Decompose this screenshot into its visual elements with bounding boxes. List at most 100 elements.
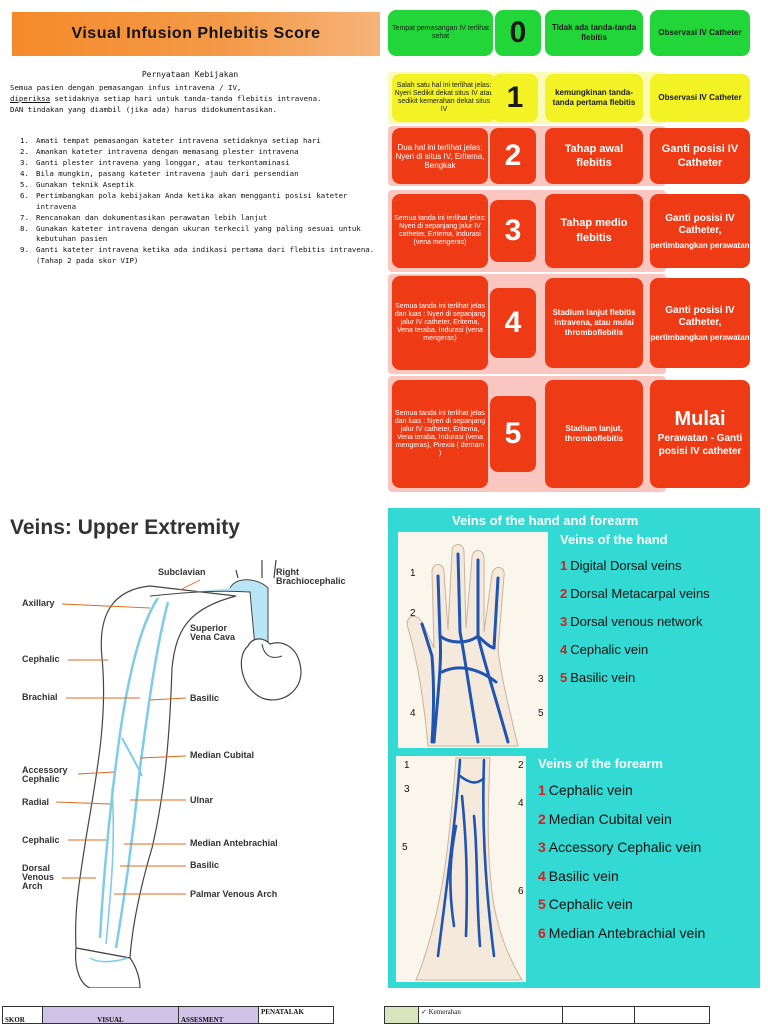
checklist-cell: [635, 1007, 709, 1023]
score-0-stage: Tidak ada tanda-tanda flebitis: [545, 10, 643, 56]
forearm-image: [396, 756, 526, 982]
hand-mark-1: 1: [410, 568, 416, 579]
forearm-veins: [436, 758, 496, 958]
hand-veins: [420, 552, 510, 744]
table-header-skor: SKOR: [3, 1007, 43, 1023]
intro-line-2-rest: setidaknya setiap hari untuk tanda-tanda…: [50, 94, 322, 103]
score-1-number: 1: [492, 74, 538, 122]
score-1-stage: kemungkinan tanda-tanda pertama flebitis: [545, 74, 643, 122]
forearm-heading: Veins of the forearm: [538, 756, 663, 771]
checklist-cell: [563, 1007, 635, 1023]
hand-diagram: [406, 544, 519, 747]
title-banner: Visual Infusion Phlebitis Score: [12, 12, 380, 56]
list-item: 8.Gunakan kateter intravena dengan ukura…: [20, 223, 361, 244]
label-dorsal-venous-arch: Dorsal Venous Arch: [22, 863, 55, 891]
score-3-stage: Tahap medio flebitis: [545, 194, 643, 268]
label-pointers: [55, 579, 201, 895]
score-3-description: Semua tanda ini terlihat jelas: Nyeri di…: [392, 194, 488, 268]
label-accessory-cephalic: Accessory Cephalic: [22, 765, 68, 784]
score-5-description: Semua tanda ini terlihat jelas dan luas …: [392, 380, 488, 488]
score-0-action: Observasi IV Catheter: [650, 10, 750, 56]
score-4-number: 4: [490, 288, 536, 358]
label-radial: Radial: [22, 797, 50, 807]
list-item: 5.Gunakan teknik Aseptik: [20, 180, 134, 189]
label-cephalic-lower: Cephalic: [22, 835, 60, 845]
list-item: 2.Amankan kateter intravena dengan memas…: [20, 147, 299, 156]
forearm-mark-2: 2: [518, 760, 524, 771]
score-5-stage: Stadium lanjut, thromboflebitis: [545, 380, 643, 488]
score-4-stage: Stadium lanjut flebitis intravena, atau …: [545, 278, 643, 368]
forearm-mark-5: 5: [402, 842, 408, 853]
forearm-mark-1: 1: [404, 760, 410, 771]
score-2-action: Ganti posisi IV Catheter: [650, 128, 750, 184]
score-3-action: Ganti posisi IV Catheter, pertimbangkan …: [650, 194, 750, 268]
hand-heading: Veins of the hand: [560, 532, 668, 547]
score-4-description: Semua tanda ini terlihat jelas dan luas …: [392, 276, 488, 370]
table-header-visual: VISUAL: [43, 1007, 179, 1023]
neck-veins: [235, 559, 277, 579]
median-cubital-path: [121, 737, 143, 777]
forearm-mark-3: 3: [404, 784, 410, 795]
label-median-cubital: Median Cubital: [190, 750, 255, 760]
list-item: 6.Pertimbangkan pola kebijakan Anda keti…: [20, 191, 348, 211]
list-item: 7.Rencanakan dan dokumentasikan perawata…: [20, 212, 268, 222]
phlebitis-score-chart: Tempat pemasangan IV terlihat sehat 0 Ti…: [388, 4, 768, 496]
hand-mark-3: 3: [538, 674, 544, 685]
label-cephalic-upper: Cephalic: [22, 654, 60, 664]
label-right-brachiocephalic: Right Brachiocephalic: [276, 567, 346, 586]
intro-line-1: Semua pasien dengan pemasangan infus int…: [10, 83, 242, 92]
hand-mark-5: 5: [538, 708, 544, 719]
label-superior-vena-cava: Superior Vena Cava: [190, 623, 236, 642]
policy-steps-list: 1.Amati tempat pemasangan kateter intrav…: [20, 136, 382, 267]
label-axillary: Axillary: [22, 598, 55, 608]
table-header-penatalak: PENATALAK: [261, 1008, 304, 1016]
score-0-description: Tempat pemasangan IV terlihat sehat: [388, 10, 493, 56]
venous-arch-path: [89, 957, 129, 963]
heart: [240, 638, 302, 701]
score-2-description: Dua hal ini terlihat jelas: Nyeri di sit…: [392, 128, 488, 184]
list-item: 1.Amati tempat pemasangan kateter intrav…: [20, 136, 321, 145]
hand-image: [398, 532, 548, 748]
score-4-action: Ganti posisi IV Catheter, pertimbangkan …: [650, 278, 750, 368]
checklist-first-row: ✓ Kemerahan: [419, 1007, 563, 1023]
score-1-action: Observasi IV Catheter: [650, 74, 750, 122]
page-title: Visual Infusion Phlebitis Score: [71, 25, 321, 42]
intro-line-3: DAN tindakan yang diambil (jika ada) har…: [10, 105, 277, 114]
score-5-action: Mulai Perawatan - Ganti posisi IV cathet…: [650, 380, 750, 488]
score-5-number: 5: [490, 396, 536, 472]
score-table-header: SKOR VISUAL ASSESMENT PENATALAK: [2, 1006, 334, 1024]
score-2-stage: Tahap awal flebitis: [545, 128, 643, 184]
upper-extremity-diagram: [55, 559, 302, 988]
table-header-assesment: ASSESMENT: [179, 1007, 259, 1023]
label-brachial: Brachial: [22, 692, 58, 702]
forearm-mark-6: 6: [518, 886, 524, 897]
veins-upper-title: Veins: Upper Extremity: [10, 516, 240, 539]
label-median-antebrachial: Median Antebrachial: [190, 838, 278, 848]
label-ulnar: Ulnar: [190, 795, 214, 805]
hand-mark-4: 4: [410, 708, 416, 719]
forearm-shape: [415, 757, 523, 981]
label-subclavian: Subclavian: [158, 567, 206, 577]
checklist-table: ✓ Kemerahan: [384, 1006, 710, 1024]
label-palmar-venous-arch: Palmar Venous Arch: [190, 889, 278, 899]
policy-heading: Pernyataan Kebijakan: [141, 70, 239, 79]
forearm-mark-4: 4: [518, 798, 524, 809]
score-3-number: 3: [490, 200, 536, 262]
intro-line-2: diperiksa setidaknya setiap hari untuk t…: [10, 93, 382, 104]
label-basilic-upper: Basilic: [190, 693, 220, 703]
cephalic-vein-path: [98, 597, 160, 939]
label-basilic-lower: Basilic: [190, 860, 220, 870]
hand-mark-2: 2: [410, 608, 416, 619]
